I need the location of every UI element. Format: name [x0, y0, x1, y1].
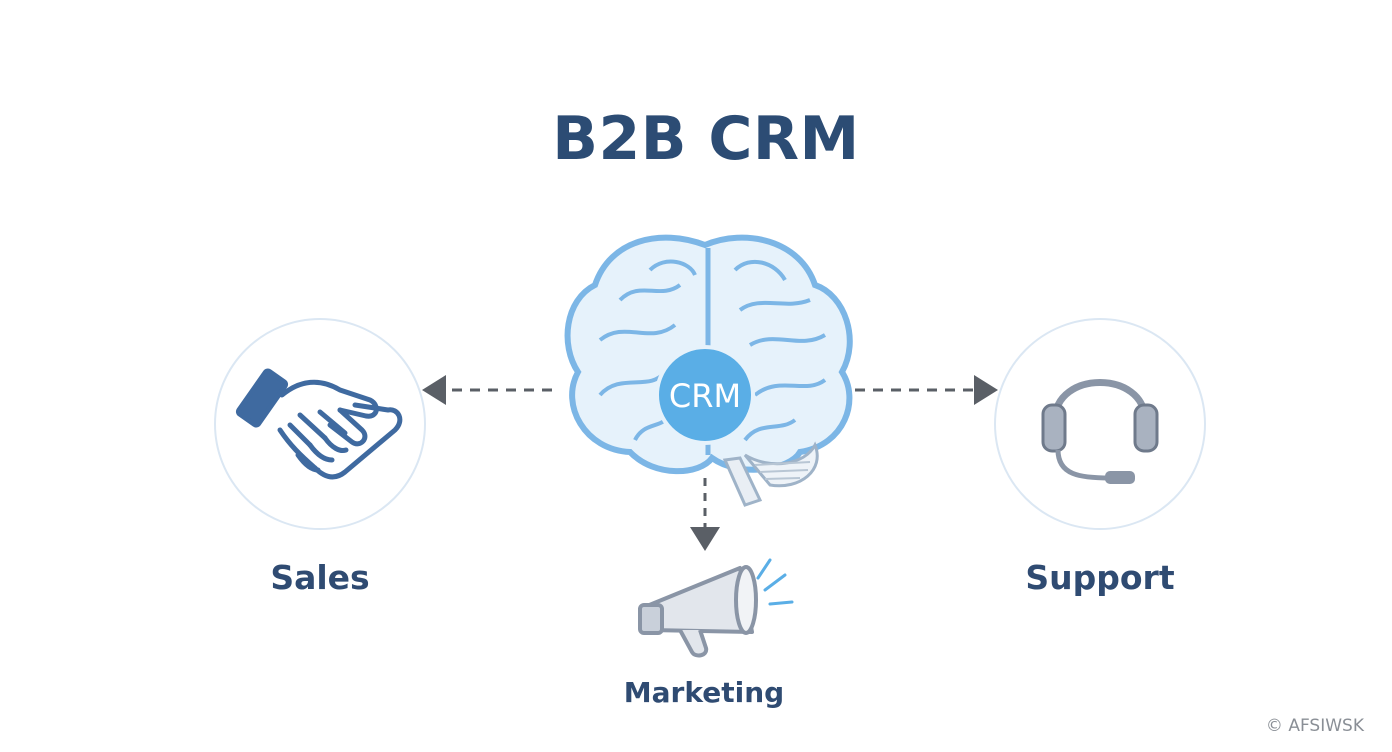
sales-label: Sales [270, 558, 370, 597]
headset-icon [1041, 379, 1159, 484]
sales-node-circle [214, 318, 426, 530]
copyright-watermark: © AFSIWSK [1265, 716, 1364, 736]
crm-hub-label: CRM [669, 377, 741, 415]
megaphone-icon [638, 558, 794, 658]
handshake-icon [235, 368, 403, 480]
marketing-label: Marketing [623, 676, 785, 709]
support-label: Support [1025, 558, 1175, 597]
support-node-circle [994, 318, 1206, 530]
crm-hub-circle [655, 345, 755, 445]
diagram-title: B2B CRM [552, 104, 860, 174]
